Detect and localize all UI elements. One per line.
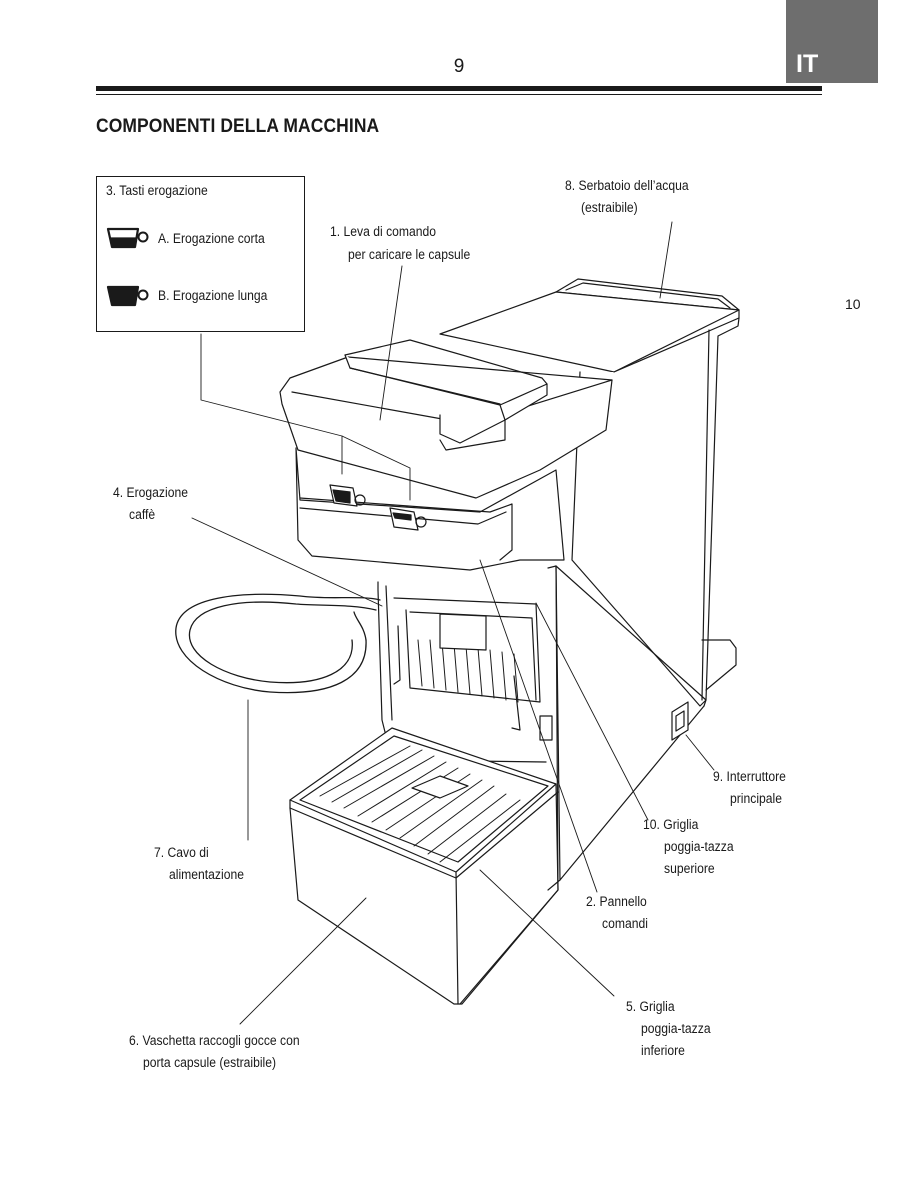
drip-tray bbox=[289, 727, 559, 1005]
label-drip-tray-2: porta capsule (estraibile) bbox=[143, 1055, 277, 1070]
legend-long-label: B. Erogazione lunga bbox=[158, 288, 268, 303]
side-page-number: 10 bbox=[845, 296, 861, 312]
label-switch-2: principale bbox=[730, 791, 783, 806]
label-tank-1: 8. Serbatoio dell’acqua bbox=[565, 178, 689, 193]
label-upper-grid-2: poggia-tazza bbox=[664, 839, 734, 854]
label-lower-grid-2: poggia-tazza bbox=[641, 1021, 711, 1036]
cup-icons bbox=[106, 227, 149, 307]
section-title: COMPONENTI DELLA MACCHINA bbox=[96, 116, 380, 137]
label-dispense-2: caffè bbox=[129, 507, 156, 522]
language-code: IT bbox=[796, 50, 819, 78]
label-dispense-1: 4. Erogazione bbox=[113, 485, 188, 500]
header-rule bbox=[96, 86, 822, 91]
label-lower-grid-1: 5. Griglia bbox=[626, 999, 675, 1014]
label-switch-1: 9. Interruttore bbox=[713, 769, 786, 784]
legend-title: 3. Tasti erogazione bbox=[106, 183, 208, 198]
label-panel-2: comandi bbox=[602, 916, 648, 931]
label-lever-1: 1. Leva di comando bbox=[330, 224, 437, 239]
header-rule-thin bbox=[96, 94, 822, 95]
label-upper-grid-3: superiore bbox=[664, 861, 715, 876]
leader-lines bbox=[191, 221, 715, 1025]
buttons-legend-box bbox=[96, 176, 305, 332]
power-cord bbox=[175, 593, 381, 694]
label-cord-2: alimentazione bbox=[169, 867, 244, 882]
label-upper-grid-1: 10. Griglia bbox=[643, 817, 699, 832]
label-lower-grid-3: inferiore bbox=[641, 1043, 685, 1058]
language-tab: IT bbox=[786, 0, 878, 83]
label-lever-2: per caricare le capsule bbox=[348, 247, 471, 262]
label-panel-1: 2. Pannello bbox=[586, 894, 647, 909]
page-number: 9 bbox=[453, 56, 465, 77]
label-drip-tray-1: 6. Vaschetta raccogli gocce con bbox=[129, 1033, 300, 1048]
machine-body bbox=[279, 291, 740, 1005]
legend-short-label: A. Erogazione corta bbox=[158, 231, 265, 246]
label-tank-2: (estraibile) bbox=[581, 200, 638, 215]
label-cord-1: 7. Cavo di bbox=[154, 845, 209, 860]
